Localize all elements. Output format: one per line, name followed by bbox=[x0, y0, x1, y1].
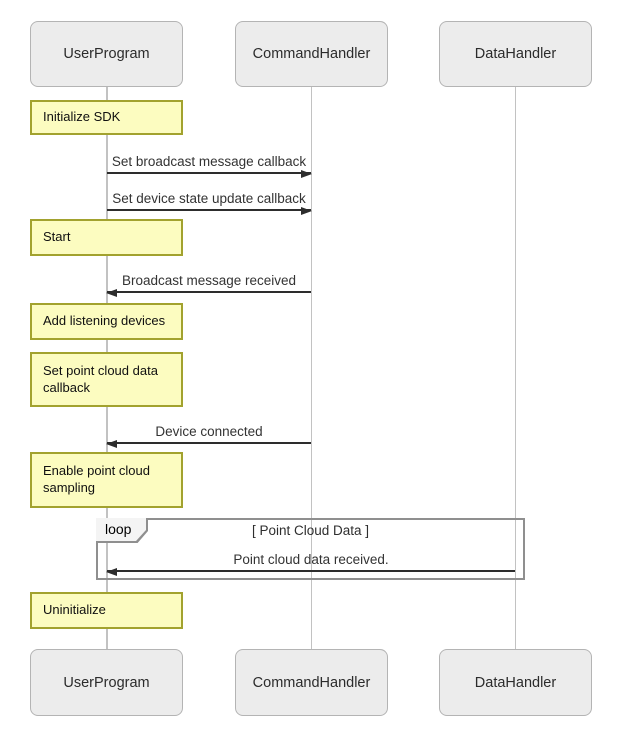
note-add-listening-devices: Add listening devices bbox=[30, 303, 183, 340]
message-device-connected: Device connected bbox=[106, 421, 311, 448]
participant-label: DataHandler bbox=[474, 674, 557, 691]
participant-label: UserProgram bbox=[63, 674, 150, 691]
message-set-device-state-update-callback: Set device state update callback bbox=[107, 188, 312, 215]
message-label: Set broadcast message callback bbox=[111, 154, 307, 169]
note-uninitialize: Uninitialize bbox=[30, 592, 183, 629]
participant-label: CommandHandler bbox=[252, 46, 371, 62]
message-line bbox=[107, 291, 311, 293]
participant-userprogram-bottom: UserProgram bbox=[30, 649, 183, 716]
message-line bbox=[107, 209, 311, 211]
loop-operator-tab-fill bbox=[96, 518, 146, 541]
note-text: Add listening devices bbox=[43, 313, 166, 329]
lifeline-commandhandler bbox=[310, 87, 312, 649]
note-text: Uninitialize bbox=[43, 602, 106, 618]
arrowhead-left-icon bbox=[106, 567, 117, 576]
message-label: Device connected bbox=[155, 424, 263, 439]
message-label: Set device state update callback bbox=[112, 191, 306, 206]
message-line bbox=[107, 570, 515, 572]
participant-datahandler-top: DataHandler bbox=[439, 21, 592, 87]
loop-operator-tab: loop bbox=[96, 518, 148, 543]
participant-datahandler-bottom: DataHandler bbox=[439, 649, 592, 716]
message-label: Point cloud data received. bbox=[233, 552, 389, 567]
note-set-point-cloud-data-callback: Set point cloud data callback bbox=[30, 352, 183, 407]
note-text: Start bbox=[43, 229, 71, 245]
arrowhead-right-icon bbox=[301, 206, 312, 215]
loop-operator-label: loop bbox=[105, 521, 132, 537]
message-set-broadcast-message-callback: Set broadcast message callback bbox=[107, 151, 312, 178]
loop-condition-label: [ Point Cloud Data ] bbox=[251, 523, 370, 538]
participant-label: UserProgram bbox=[63, 46, 150, 62]
message-line bbox=[107, 172, 311, 174]
arrowhead-left-icon bbox=[106, 439, 117, 448]
loop-fragment: loop [ Point Cloud Data ] bbox=[96, 518, 525, 580]
participant-label: DataHandler bbox=[474, 46, 557, 62]
note-initialize-sdk: Initialize SDK bbox=[30, 100, 183, 135]
note-enable-point-cloud-sampling: Enable point cloud sampling bbox=[30, 452, 183, 508]
participant-commandhandler-top: CommandHandler bbox=[235, 21, 388, 87]
note-text: Set point cloud data callback bbox=[43, 362, 158, 395]
note-text: Enable point cloud sampling bbox=[43, 463, 150, 495]
arrowhead-right-icon bbox=[301, 169, 312, 178]
lifeline-datahandler bbox=[514, 87, 516, 649]
message-label: Broadcast message received bbox=[121, 273, 297, 288]
note-start: Start bbox=[30, 219, 183, 256]
message-broadcast-message-received: Broadcast message received bbox=[106, 270, 311, 297]
participant-userprogram-top: UserProgram bbox=[30, 21, 183, 87]
participant-commandhandler-bottom: CommandHandler bbox=[235, 649, 388, 716]
message-line bbox=[107, 442, 311, 444]
note-text: Initialize SDK bbox=[43, 109, 121, 125]
participant-label: CommandHandler bbox=[252, 674, 371, 691]
message-point-cloud-data-received: Point cloud data received. bbox=[106, 549, 515, 576]
arrowhead-left-icon bbox=[106, 288, 117, 297]
